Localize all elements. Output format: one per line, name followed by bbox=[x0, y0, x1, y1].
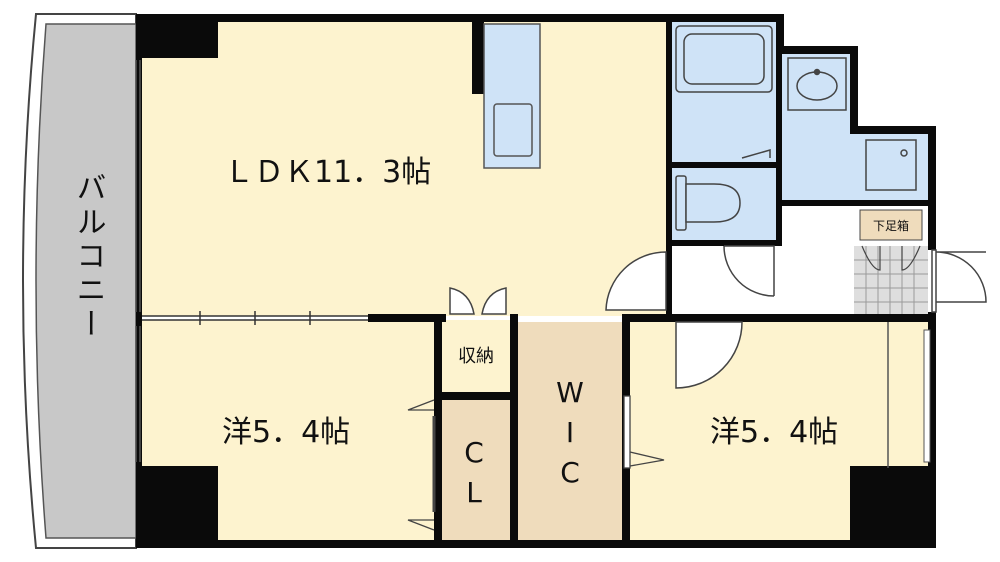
storage-label: 収納 bbox=[458, 346, 494, 367]
wic-door-icon[interactable] bbox=[623, 395, 665, 469]
ldk-door-icon[interactable] bbox=[605, 251, 667, 311]
balcony-windows bbox=[135, 60, 141, 462]
balcony bbox=[22, 13, 137, 549]
ldk-label: ＬＤＫ11．3帖 bbox=[224, 155, 431, 190]
storage-floor bbox=[440, 320, 512, 396]
washing-machine-icon bbox=[865, 139, 917, 191]
closet-door-icon[interactable] bbox=[407, 399, 436, 531]
balcony-label: バルコニー bbox=[71, 172, 106, 342]
wic-floor bbox=[516, 322, 626, 542]
storage-door-icon[interactable] bbox=[449, 287, 507, 315]
shoe-box-label: 下足箱 bbox=[873, 218, 909, 233]
genkan-tiles bbox=[854, 246, 928, 316]
right-window bbox=[923, 329, 931, 463]
entry-floor bbox=[670, 246, 854, 316]
toilet-door-icon[interactable] bbox=[723, 245, 775, 297]
wic-label-w: W bbox=[556, 376, 584, 409]
wic-label-i: I bbox=[566, 416, 574, 449]
sliding-partition[interactable] bbox=[142, 311, 368, 325]
bathtub-icon bbox=[675, 25, 773, 93]
ldk-floor bbox=[140, 20, 666, 316]
closet-label-l: L bbox=[466, 476, 482, 509]
shoe-box-door-icon[interactable] bbox=[861, 245, 921, 271]
toilet-icon bbox=[675, 175, 741, 231]
washbasin-icon bbox=[787, 57, 847, 111]
closet-label-c: C bbox=[464, 436, 484, 469]
wic-label-c: C bbox=[560, 456, 580, 489]
western-left-label: 洋5．4帖 bbox=[222, 415, 350, 450]
bath-door-icon[interactable] bbox=[741, 149, 771, 159]
closet-floor bbox=[440, 400, 512, 542]
entrance-door-icon[interactable] bbox=[931, 249, 987, 313]
kitchen-counter-icon bbox=[472, 22, 541, 169]
western-right-door-icon[interactable] bbox=[675, 321, 743, 389]
shoe-box: 下足箱 bbox=[859, 209, 923, 241]
walls bbox=[136, 14, 936, 548]
western-right-label: 洋5．4帖 bbox=[710, 415, 838, 450]
